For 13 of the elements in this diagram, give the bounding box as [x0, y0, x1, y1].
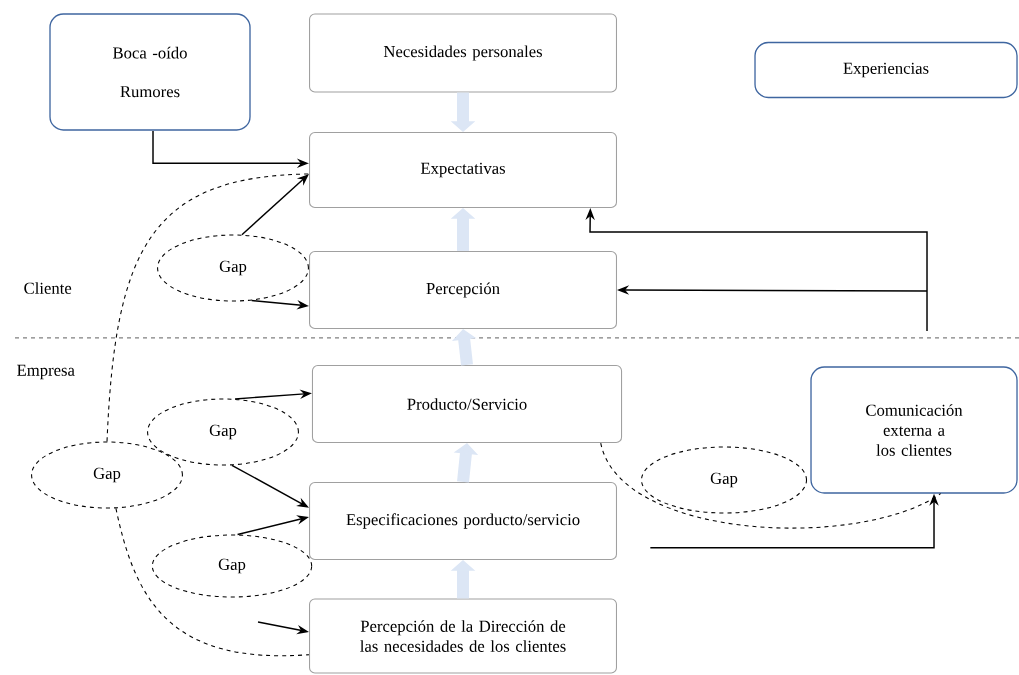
process-box: Producto/Servicio: [311, 364, 623, 444]
process-box: Especificaciones porducto/servicio: [309, 481, 617, 561]
arrow: [241, 174, 309, 236]
source-box: Experiencias: [754, 41, 1018, 99]
source-box: Comunicación externa a los clientes: [810, 366, 1018, 494]
side-label: Empresa: [17, 364, 75, 380]
side-label: Cliente: [24, 282, 72, 294]
process-box: Percepción: [309, 250, 617, 330]
process-box: Necesidades personales: [309, 13, 617, 93]
source-box: Boca -oído Rumores: [49, 13, 251, 131]
process-box: Expectativas: [309, 132, 617, 208]
connector-line: [600, 442, 942, 529]
process-box: Percepción de la Dirección de las necesidades de los clientes: [309, 598, 617, 674]
